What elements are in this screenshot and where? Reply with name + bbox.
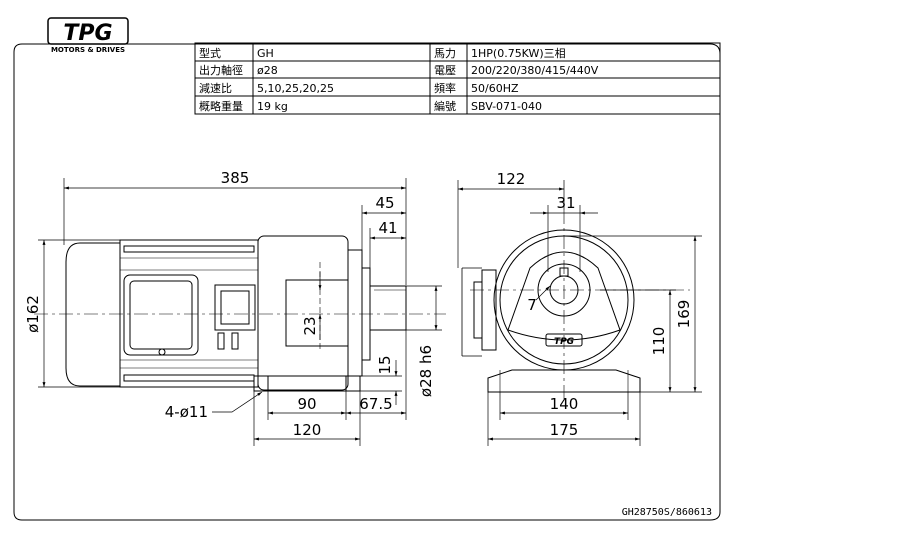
dim-shaft-45: 45	[375, 194, 394, 212]
spec-value: GH	[257, 47, 274, 60]
dim-mounting-holes: 4-ø11	[165, 403, 208, 421]
side-dimension-labels: 385 45 41 ø162 ø28 h6 23 15 90 67.5 120 …	[24, 169, 435, 439]
logo-brand: TPG	[63, 21, 112, 46]
logo: TPG MOTORS & DRIVES	[47, 17, 129, 54]
svg-text:TPG: TPG	[554, 337, 574, 347]
dim-motor-diameter: ø162	[24, 295, 42, 333]
spec-label: 編號	[434, 99, 456, 113]
dim-base-140: 140	[550, 395, 579, 413]
side-view	[34, 235, 446, 392]
dim-foot-67-5: 67.5	[359, 395, 392, 413]
spec-label: 減速比	[199, 81, 232, 95]
front-dimension-labels: 122 31 7 110 169 140 175	[497, 170, 693, 439]
spec-label: 概略重量	[199, 99, 243, 113]
spec-value: ø28	[257, 64, 278, 77]
dim-base-175: 175	[550, 421, 579, 439]
spec-label: 頻率	[434, 81, 456, 95]
spec-label: 出力軸徑	[199, 63, 243, 77]
side-dimensions	[38, 178, 442, 446]
spec-value: SBV-071-040	[471, 100, 542, 113]
spec-value: 5,10,25,20,25	[257, 82, 334, 95]
dim-height-110: 110	[650, 327, 668, 356]
spec-value: 50/60HZ	[471, 82, 519, 95]
spec-table: 型式 GH 出力軸徑 ø28 減速比 5,10,25,20,25 概略重量 19…	[194, 42, 721, 115]
front-view: TPG	[461, 210, 690, 400]
spec-label: 馬力	[434, 47, 456, 60]
drawing-frame	[13, 43, 721, 521]
dim-front-122: 122	[497, 170, 526, 188]
dim-foot-120: 120	[293, 421, 322, 439]
dim-front-7: 7	[527, 296, 537, 314]
dim-shaft-41: 41	[378, 219, 397, 237]
logo-tagline: MOTORS & DRIVES	[51, 46, 125, 54]
dim-shaft-diameter: ø28 h6	[417, 345, 435, 397]
dim-overall-length: 385	[221, 169, 250, 187]
front-dimensions	[457, 180, 702, 446]
dim-base-15: 15	[376, 355, 394, 374]
spec-label: 型式	[199, 46, 221, 60]
spec-value: 200/220/380/415/440V	[471, 64, 599, 77]
dim-foot-90: 90	[297, 395, 316, 413]
spec-value: 1HP(0.75KW)三相	[471, 47, 566, 60]
drawing-number: GH28750S/860613	[622, 507, 712, 518]
spec-value: 19 kg	[257, 100, 288, 113]
dim-front-31: 31	[556, 194, 575, 212]
dim-key-23: 23	[301, 316, 319, 335]
spec-label: 電壓	[434, 64, 456, 77]
dim-height-169: 169	[675, 300, 693, 329]
